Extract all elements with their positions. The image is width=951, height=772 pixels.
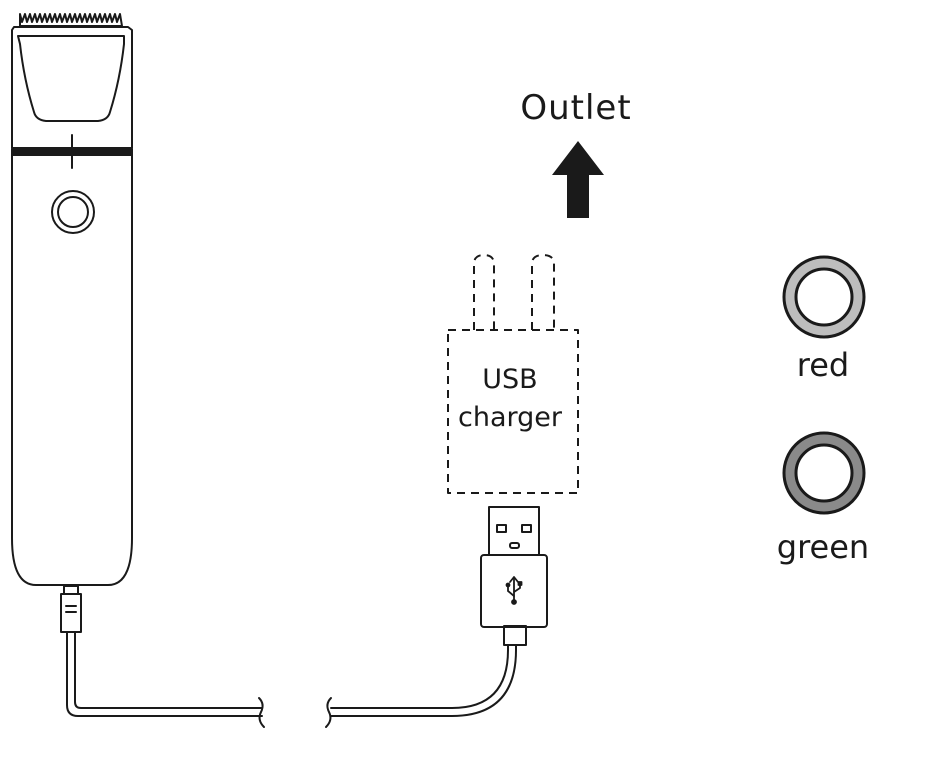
usb-strain-relief xyxy=(503,625,527,646)
trimmer-head-cover xyxy=(17,35,125,122)
charger-prong-right xyxy=(531,254,555,330)
green-indicator-label: green xyxy=(776,528,870,566)
usb-charger xyxy=(447,254,579,494)
charger-label-line1: USB xyxy=(482,364,538,395)
cable-break-right xyxy=(325,697,332,728)
cable-left xyxy=(66,631,263,717)
trimmer-head xyxy=(11,26,133,149)
power-button xyxy=(51,190,95,234)
charger-label-line2: charger xyxy=(458,402,562,433)
cable-break-left xyxy=(258,697,265,728)
red-indicator-label: red xyxy=(796,346,850,384)
indicator-red xyxy=(782,255,866,339)
usb-contact xyxy=(496,524,507,533)
cable-left-inner xyxy=(74,631,263,709)
trimmer-plug xyxy=(63,585,79,595)
usb-contact xyxy=(509,542,520,549)
usb-icon xyxy=(505,576,523,605)
charger-prong-left xyxy=(473,254,495,330)
trimmer-body xyxy=(11,154,133,586)
up-arrow-icon xyxy=(552,141,604,218)
outlet-label: Outlet xyxy=(520,88,632,128)
hair-trimmer xyxy=(11,13,265,728)
usb-cable xyxy=(325,506,548,728)
usb-contact xyxy=(521,524,532,533)
usb-plug-metal xyxy=(488,506,540,556)
cable-right xyxy=(330,644,517,717)
indicator-green xyxy=(782,431,866,515)
trimmer-plug-sleeve xyxy=(60,593,82,633)
cable-right-inner xyxy=(330,644,509,709)
power-button-inner xyxy=(57,196,89,228)
trimmer-blade xyxy=(19,13,123,27)
charger-box xyxy=(447,329,579,494)
